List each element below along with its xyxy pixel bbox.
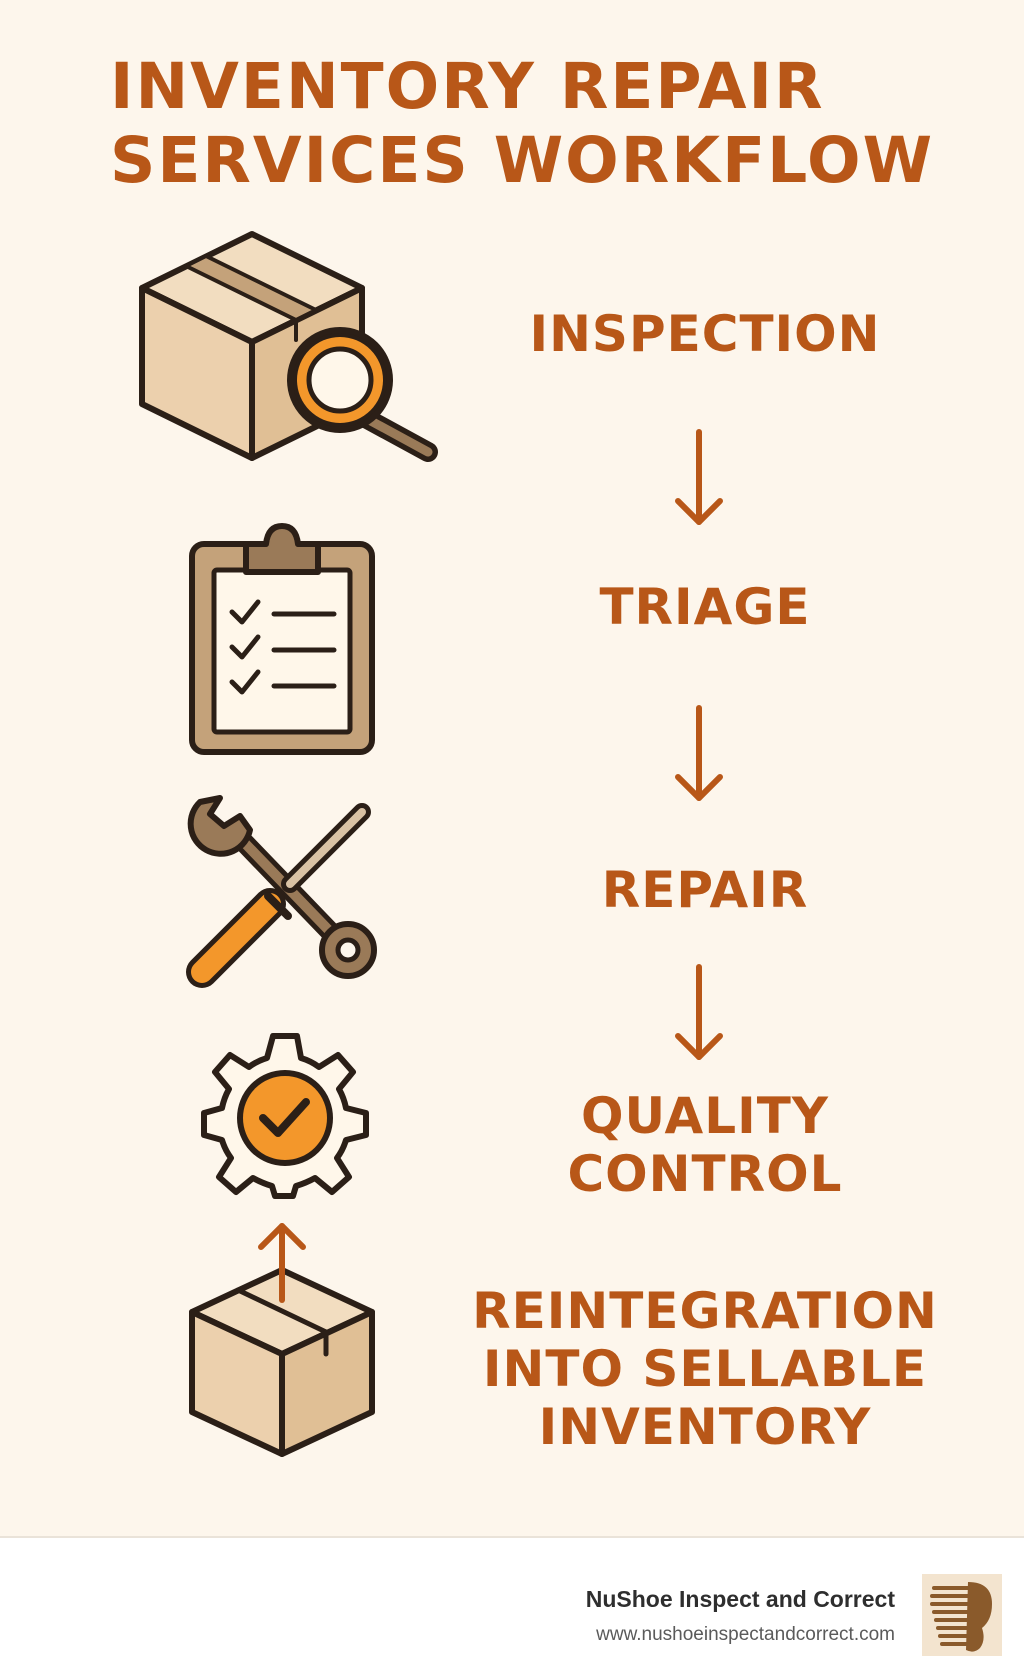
box-with-magnifier-icon — [130, 230, 460, 470]
step-label-line: INTO SELLABLE — [482, 1340, 928, 1398]
step-label-quality-control: QUALITY CONTROL — [445, 1087, 965, 1203]
footer: NuShoe Inspect and Correct www.nushoeins… — [0, 1536, 1024, 1668]
step-label-repair: REPAIR — [601, 861, 809, 919]
brand-name: NuShoe Inspect and Correct — [585, 1586, 895, 1612]
step-label-line: INVENTORY — [538, 1398, 872, 1456]
brand-url[interactable]: www.nushoeinspectandcorrect.com — [596, 1624, 895, 1645]
clipboard-checklist-icon — [188, 522, 378, 757]
step-label-reintegration: REINTEGRATION INTO SELLABLE INVENTORY — [445, 1282, 965, 1456]
step-label-line: REINTEGRATION — [472, 1282, 938, 1340]
down-arrow-icon — [675, 964, 723, 1060]
step-label-triage: TRIAGE — [599, 578, 811, 636]
down-arrow-icon — [675, 429, 723, 525]
down-arrow-icon — [675, 705, 723, 801]
step-label-inspection: INSPECTION — [529, 305, 881, 363]
gear-checkmark-icon — [200, 1030, 370, 1200]
step-label-line: CONTROL — [567, 1145, 843, 1203]
wrench-screwdriver-icon — [180, 788, 385, 993]
step-label-line: QUALITY — [580, 1087, 830, 1145]
page-title: INVENTORY REPAIR SERVICES WORKFLOW — [110, 50, 990, 198]
box-up-arrow-icon — [186, 1222, 386, 1464]
title-line-2: SERVICES WORKFLOW — [110, 124, 935, 197]
nushoe-logo-icon — [922, 1574, 1002, 1656]
title-line-1: INVENTORY REPAIR — [110, 50, 825, 123]
